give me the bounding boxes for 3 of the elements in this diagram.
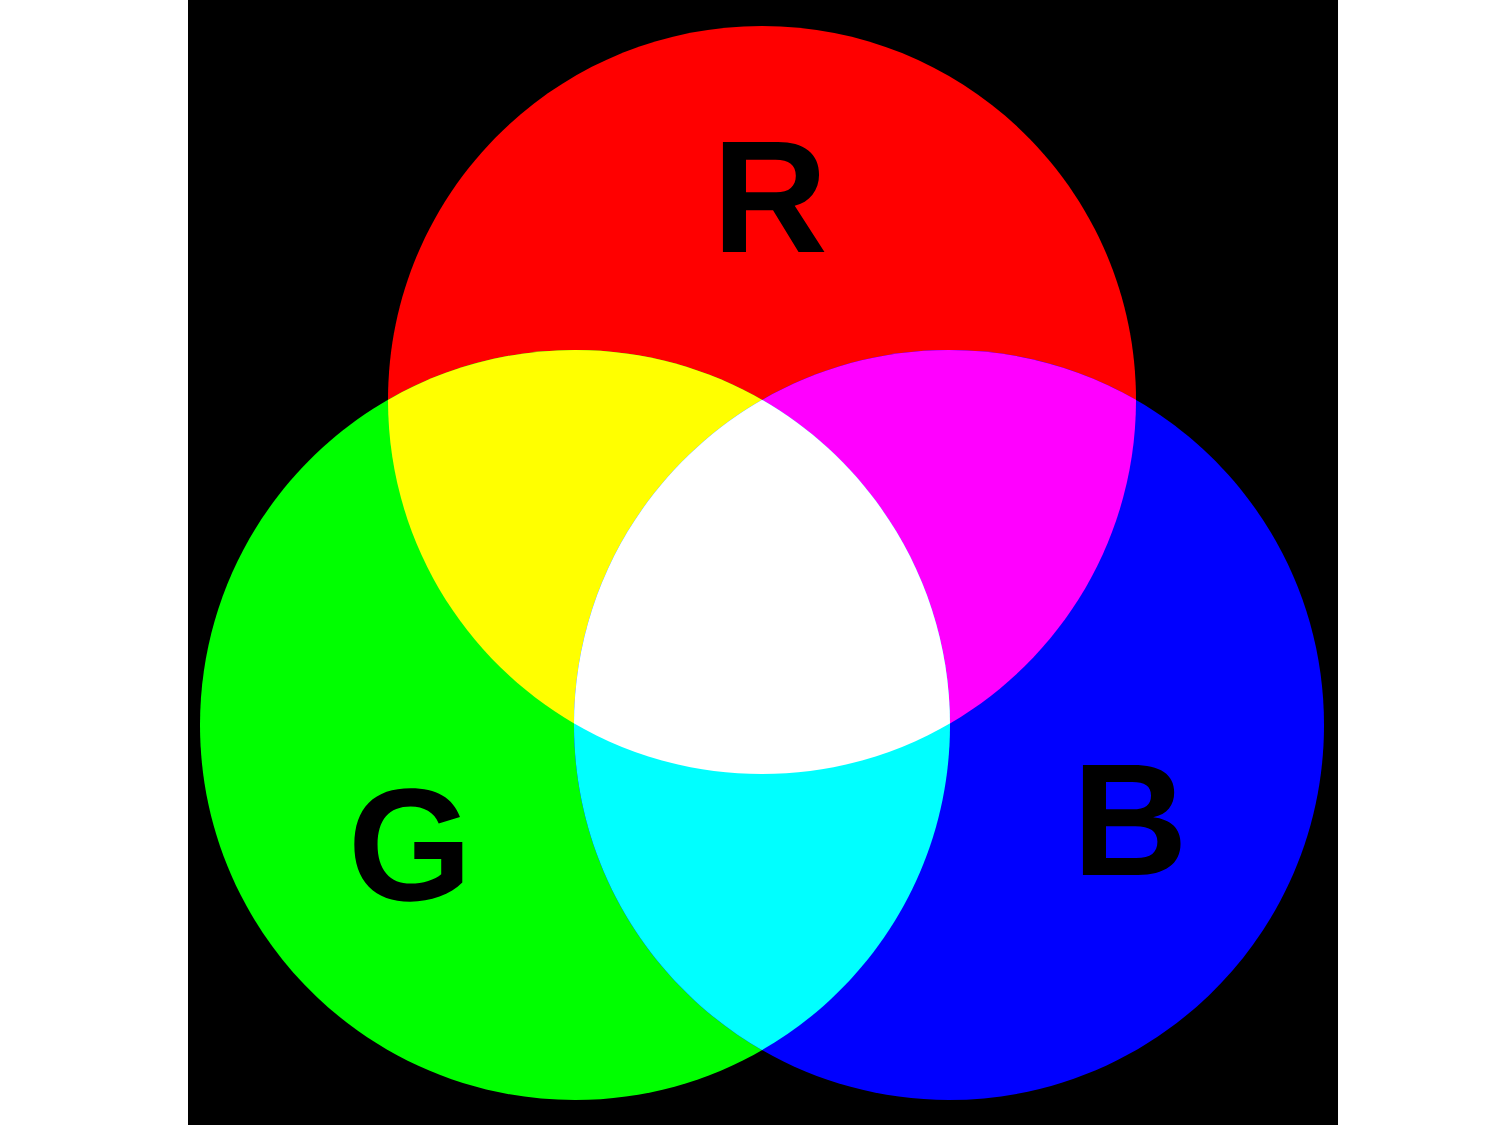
circle-letter: R [722, 141, 825, 253]
circle-letter: G [354, 788, 463, 902]
circle-letter: B [1082, 764, 1181, 876]
